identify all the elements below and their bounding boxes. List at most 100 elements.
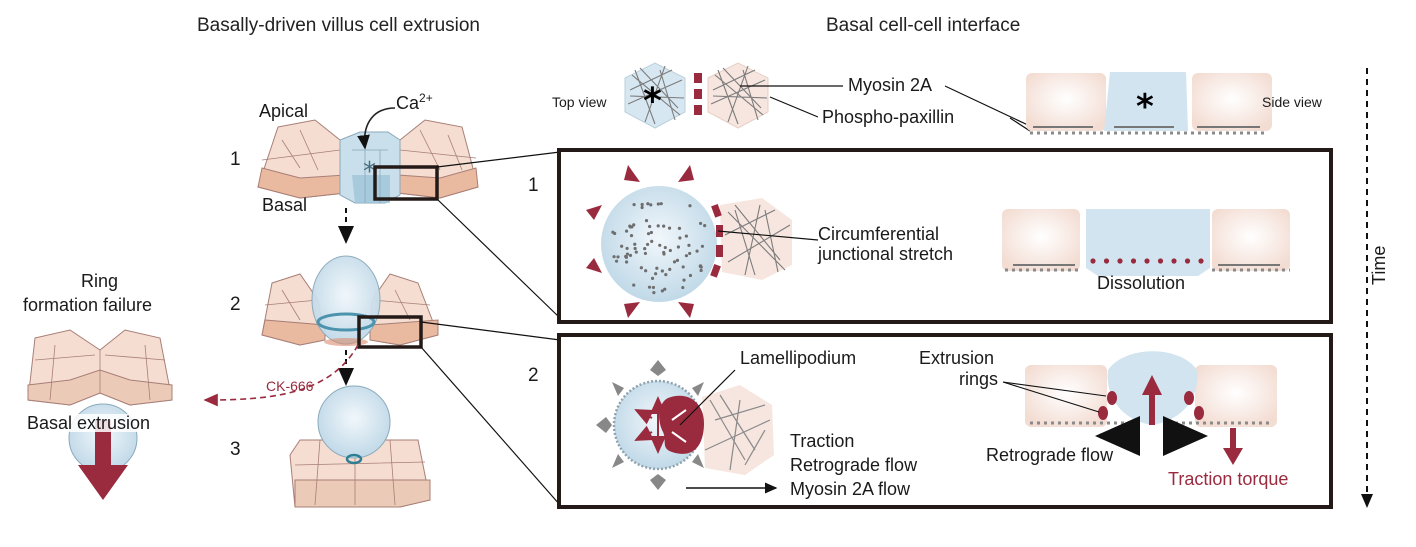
panel-2-number: 2 [528, 365, 539, 386]
paxillin-dot [649, 230, 653, 235]
paxillin-dot [644, 219, 649, 223]
calcium-text: Ca [396, 93, 420, 113]
basal-label: Basal [262, 195, 308, 215]
paxillin-dot [658, 243, 662, 247]
paxillin-dot [684, 254, 689, 258]
paxillin-dot [688, 204, 692, 208]
paxillin-dot [663, 287, 667, 291]
paxillin-dot [632, 223, 636, 227]
panel2-top-view [596, 360, 778, 494]
extrusion-rings-line2: rings [959, 369, 999, 389]
paxillin-dot [675, 258, 680, 262]
paxillin-dot [688, 251, 692, 256]
paxillin-dot [643, 251, 648, 256]
panel-1-number: 1 [528, 175, 539, 196]
top-view-label: Top view [552, 94, 607, 110]
stretch-label-line1: Circumferential [818, 224, 940, 244]
panel-2-box [557, 333, 1333, 509]
paxillin-dot [650, 276, 655, 280]
lamellipodium-label: Lamellipodium [740, 348, 857, 368]
legend-myosin-flow: Myosin 2A flow [790, 479, 911, 499]
failure-title-line2: formation failure [23, 295, 153, 315]
paxillin-dot [646, 232, 651, 236]
dissolving-adhesion-dot [1184, 258, 1191, 264]
paxillin-dot [625, 252, 630, 256]
paxillin-dot [640, 202, 644, 207]
paxillin-dot [688, 273, 693, 278]
paxillin-dot [628, 224, 632, 228]
step-number-1: 1 [230, 149, 241, 170]
paxillin-dot [652, 291, 656, 295]
extrusion-rings-line1: Extrusion [919, 348, 995, 368]
time-axis-arrowhead [1361, 494, 1373, 508]
paxillin-dot [633, 246, 637, 251]
paxillin-dot [654, 272, 658, 276]
panel2-side-view [1002, 351, 1277, 465]
paxillin-dot [639, 266, 643, 270]
myosin-2a-label: Myosin 2A [848, 75, 933, 95]
dissolving-adhesion-dot [1157, 258, 1164, 264]
panel1-top-view [586, 165, 819, 318]
step3-epithelium [289, 385, 431, 508]
paxillin-dot [700, 244, 705, 248]
dissolving-adhesion-dot [1090, 258, 1096, 264]
paxillin-dot [687, 243, 691, 247]
stretch-label-line2: junctional stretch [818, 244, 954, 264]
paxillin-dot [646, 242, 650, 247]
paxillin-dot [614, 259, 619, 263]
paxillin-dot [624, 260, 629, 264]
paxillin-dot [684, 234, 688, 238]
right-section-title: Basal cell-cell interface [826, 15, 1021, 36]
paxillin-dot [632, 283, 636, 287]
legend-retrograde-flow: Retrograde flow [790, 455, 918, 475]
dissolving-adhesion-dot [1103, 258, 1110, 264]
paxillin-dot [682, 278, 686, 282]
calcium-charge: 2+ [419, 91, 433, 105]
paxillin-dot [643, 247, 647, 251]
paxillin-dot [660, 289, 664, 293]
paxillin-dot [655, 266, 659, 270]
paxillin-dot [656, 224, 660, 228]
left-section-title: Basally-driven villus cell extrusion [197, 15, 480, 36]
side-view-diagram: * [1026, 72, 1272, 135]
paxillin-dot [662, 250, 666, 255]
paxillin-dot [668, 267, 672, 271]
paxillin-dot [646, 202, 650, 206]
paxillin-dot [624, 255, 629, 259]
calcium-label: Ca2+ [396, 92, 433, 112]
paxillin-dot [681, 265, 685, 269]
step-number-2: 2 [230, 294, 241, 315]
paxillin-dot [660, 269, 664, 273]
paxillin-dot [698, 221, 703, 226]
paxillin-dot [703, 224, 707, 228]
apical-label: Apical [259, 101, 309, 121]
step-number-3: 3 [230, 439, 241, 460]
panel1-side-view [1002, 209, 1290, 276]
failure-title-line1: Ring [81, 271, 119, 291]
time-axis-label: Time [1369, 245, 1389, 285]
panel-1-box [557, 148, 1333, 324]
paxillin-dot [676, 245, 681, 249]
legend-traction: Traction [790, 431, 855, 451]
dissolving-adhesion-dot [1171, 258, 1177, 264]
traction-torque-label: Traction torque [1168, 469, 1289, 489]
paxillin-dot [612, 255, 616, 259]
paxillin-dot [698, 264, 703, 268]
paxillin-dot [611, 230, 615, 234]
dissolution-label: Dissolution [1097, 273, 1186, 293]
phospho-paxillin-label: Phospho-paxillin [822, 107, 955, 127]
paxillin-dot [616, 255, 620, 259]
paxillin-dot [647, 285, 652, 289]
basal-extrusion-label: Basal extrusion [27, 413, 151, 433]
paxillin-dot [663, 245, 667, 250]
paxillin-dot [651, 285, 656, 290]
paxillin-dot [649, 203, 653, 207]
paxillin-dot [681, 285, 685, 290]
paxillin-dot [650, 239, 654, 243]
paxillin-dot [677, 226, 682, 231]
paxillin-dot [664, 273, 668, 277]
paxillin-dot [640, 205, 644, 210]
step1-epithelium: * [257, 107, 561, 319]
paxillin-dot [620, 244, 624, 248]
